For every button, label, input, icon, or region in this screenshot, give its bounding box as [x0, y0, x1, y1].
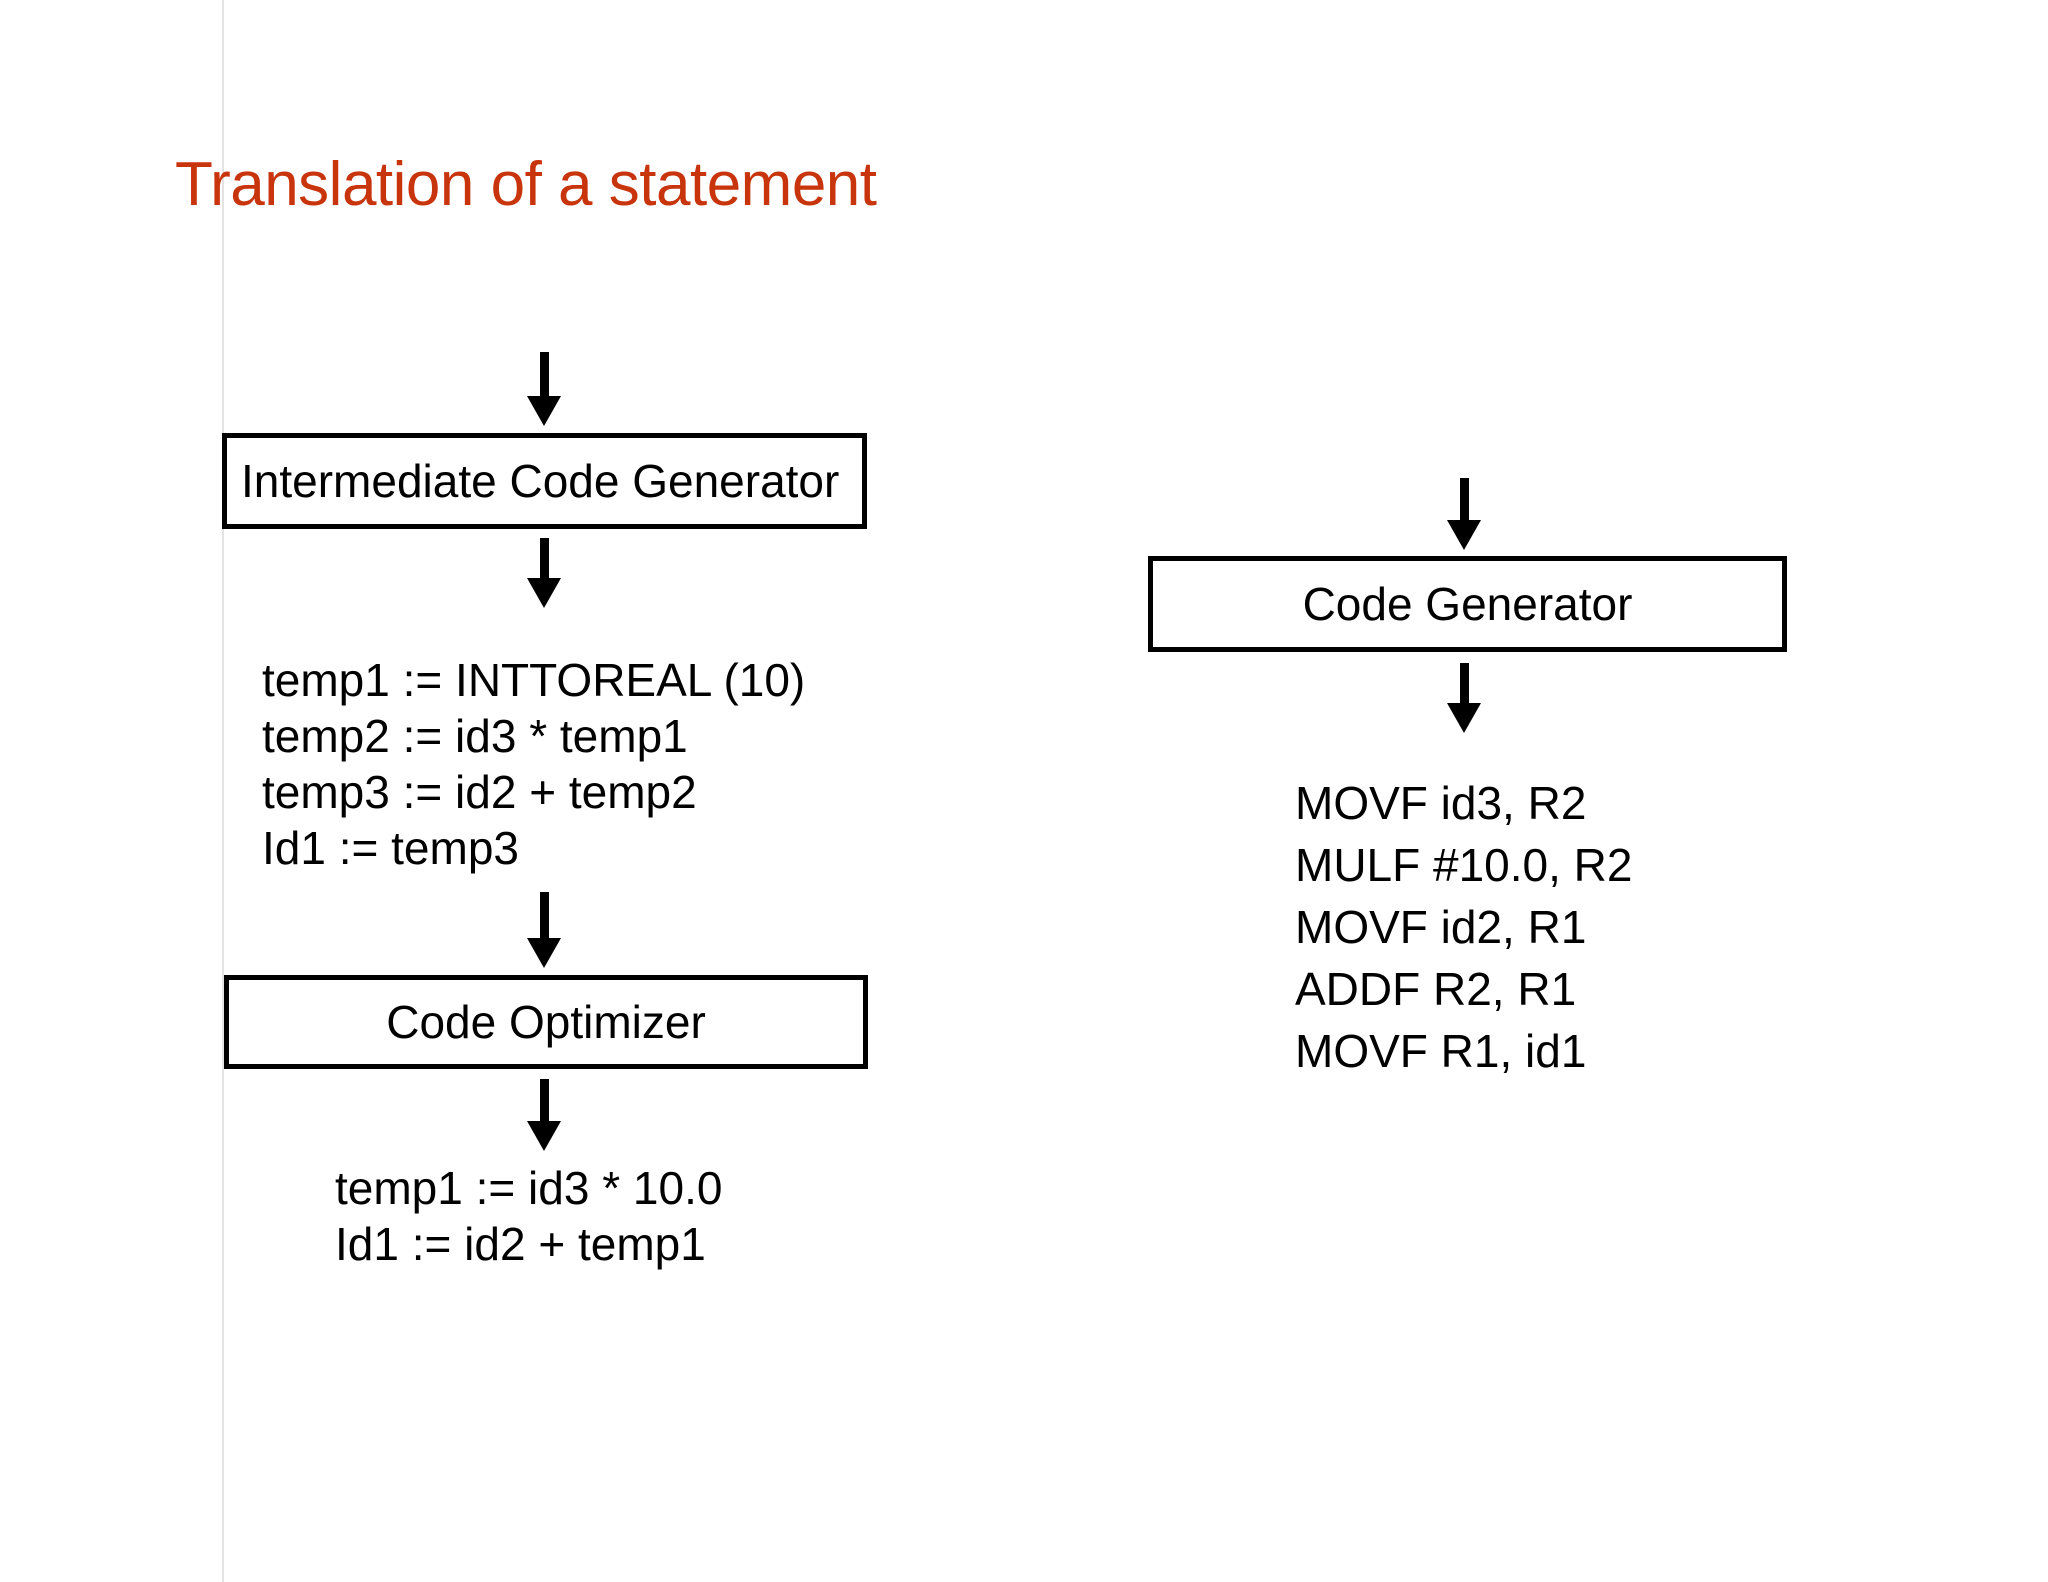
code-optimizer-label: Code Optimizer — [386, 996, 706, 1048]
arrow-stem — [539, 352, 549, 398]
code-line: MOVF id3, R2 — [1295, 777, 1587, 829]
code-line: MOVF R1, id1 — [1295, 1025, 1587, 1077]
code-line: temp2 := id3 * temp1 — [262, 710, 688, 762]
arrow-intermediate-code-generator-to-code — [524, 538, 564, 608]
arrow-head-icon — [1447, 520, 1481, 550]
code-line: Id1 := temp3 — [262, 822, 519, 874]
arrow-head-icon — [527, 1121, 561, 1151]
code-generator-box[interactable]: Code Generator — [1148, 556, 1787, 652]
code-line: temp1 := id3 * 10.0 — [335, 1162, 723, 1214]
arrow-head-icon — [527, 396, 561, 426]
code-line: temp3 := id2 + temp2 — [262, 766, 697, 818]
arrow-code-to-code-optimizer — [524, 892, 564, 968]
arrow-stem — [539, 892, 549, 940]
arrow-code-optimizer-to-optimized-code — [524, 1079, 564, 1151]
arrow-code-generator-to-target-code — [1444, 663, 1484, 733]
intermediate-code-generator-label: Intermediate Code Generator — [241, 455, 840, 507]
target-code-listing: MOVF id3, R2 MULF #10.0, R2 MOVF id2, R1… — [1295, 772, 1632, 1082]
intermediate-code-generator-box[interactable]: Intermediate Code Generator — [222, 433, 867, 529]
code-optimizer-box[interactable]: Code Optimizer — [224, 975, 868, 1069]
arrow-into-intermediate-code-generator — [524, 352, 564, 426]
code-generator-label: Code Generator — [1302, 578, 1633, 630]
arrow-into-code-generator — [1444, 478, 1484, 550]
code-line: Id1 := id2 + temp1 — [335, 1218, 706, 1270]
code-line: temp1 := INTTOREAL (10) — [262, 654, 806, 706]
arrow-stem — [1459, 478, 1469, 522]
arrow-stem — [539, 1079, 549, 1123]
code-line: ADDF R2, R1 — [1295, 963, 1577, 1015]
arrow-head-icon — [527, 578, 561, 608]
intermediate-code-listing: temp1 := INTTOREAL (10) temp2 := id3 * t… — [262, 652, 805, 876]
arrow-head-icon — [527, 938, 561, 968]
arrow-stem — [1459, 663, 1469, 705]
page-title: Translation of a statement — [175, 150, 877, 219]
code-line: MOVF id2, R1 — [1295, 901, 1587, 953]
optimized-code-listing: temp1 := id3 * 10.0 Id1 := id2 + temp1 — [335, 1160, 722, 1272]
arrow-stem — [539, 538, 549, 580]
arrow-head-icon — [1447, 703, 1481, 733]
left-margin-rule — [222, 0, 224, 1582]
code-line: MULF #10.0, R2 — [1295, 839, 1633, 891]
